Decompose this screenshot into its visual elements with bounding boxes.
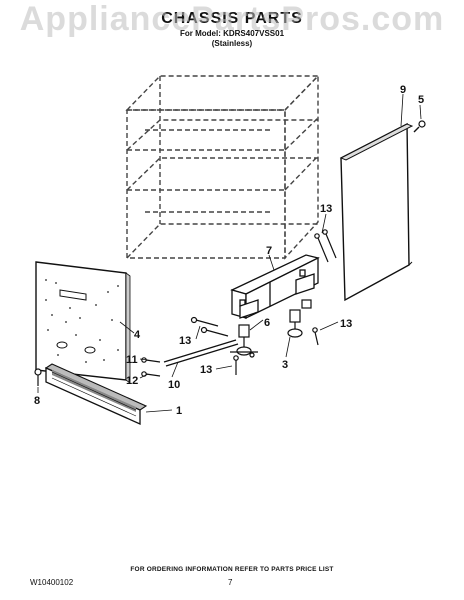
toe-kick-panel-part bbox=[44, 363, 148, 426]
screws-top bbox=[314, 229, 337, 263]
callout-10: 10 bbox=[168, 379, 180, 391]
screws-bottom bbox=[233, 327, 319, 375]
cabinet-outline bbox=[125, 74, 320, 260]
callout-1: 1 bbox=[176, 405, 182, 417]
diagram-title: CHASSIS PARTS bbox=[161, 10, 303, 27]
leveling-legs-part bbox=[230, 299, 312, 358]
page-number: 7 bbox=[228, 578, 233, 587]
callout-13-left: 13 bbox=[179, 335, 191, 347]
diagram-header: CHASSIS PARTS For Model: KDRS407VSS01 (S… bbox=[0, 10, 464, 48]
document-number: W10400102 bbox=[30, 578, 74, 587]
callout-7: 7 bbox=[266, 245, 272, 257]
callout-13-right: 13 bbox=[340, 318, 352, 330]
ordering-note: FOR ORDERING INFORMATION REFER TO PARTS … bbox=[130, 566, 334, 573]
callout-13-top: 13 bbox=[320, 203, 332, 215]
leader-lines bbox=[37, 93, 422, 413]
callout-5: 5 bbox=[418, 94, 424, 106]
callout-8: 8 bbox=[34, 395, 40, 407]
callout-9: 9 bbox=[400, 84, 406, 96]
screws-left bbox=[141, 316, 229, 377]
variant-line: (Stainless) bbox=[211, 39, 253, 48]
side-panel-part bbox=[339, 122, 414, 302]
callout-13-bottom: 13 bbox=[200, 364, 212, 376]
chassis-bracket-part bbox=[230, 254, 320, 320]
callout-labels: 9 5 13 7 4 13 6 13 11 12 10 3 13 8 1 bbox=[34, 84, 424, 417]
callout-6: 6 bbox=[264, 317, 270, 329]
model-line: For Model: KDRS407VSS01 bbox=[179, 29, 285, 38]
callout-4: 4 bbox=[134, 329, 141, 341]
callout-11: 11 bbox=[126, 354, 138, 366]
callout-12: 12 bbox=[126, 375, 138, 387]
linkage-rod-part bbox=[163, 339, 239, 367]
screw-part-5 bbox=[413, 120, 426, 133]
callout-3: 3 bbox=[282, 359, 288, 371]
screw-part-8 bbox=[34, 368, 42, 386]
